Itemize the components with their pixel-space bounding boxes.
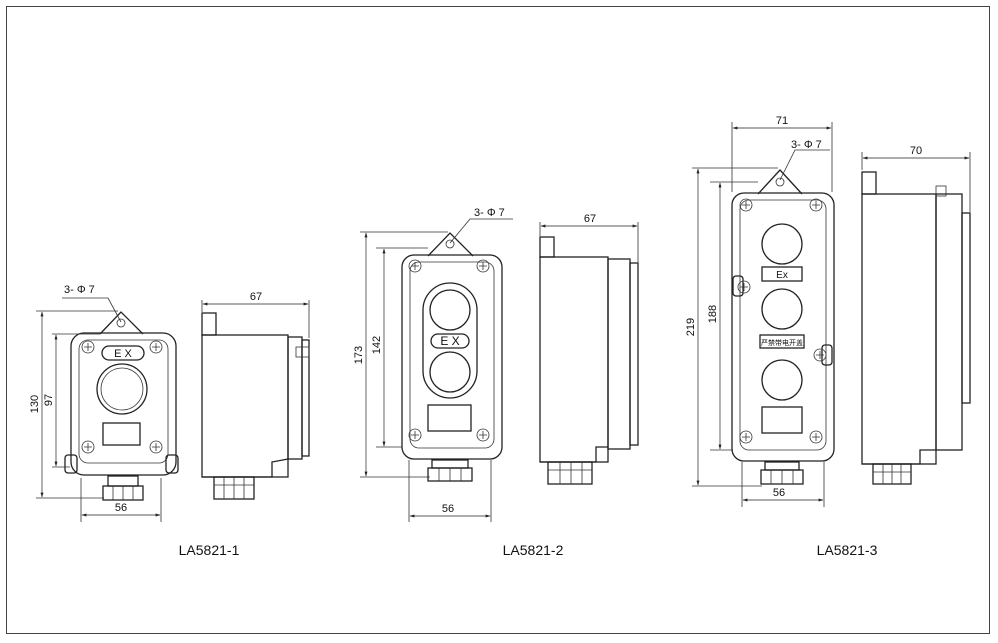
model-3-ex-label: Ex [776, 270, 788, 281]
model-3-dimensions [692, 122, 971, 507]
model-1-name: LA5821-1 [179, 542, 240, 558]
model-2-dimensions [360, 218, 639, 522]
model-1-inner-height-dim: 97 [43, 394, 55, 406]
model-3-hole-label: 3- Φ 7 [791, 139, 822, 151]
model-3-name: LA5821-3 [817, 542, 878, 558]
model-2-hole-label: 3- Φ 7 [474, 207, 505, 219]
model-3-width-dim: 56 [773, 487, 785, 499]
model-3-inner-height-dim: 188 [707, 305, 719, 323]
model-1-total-height-dim: 130 [29, 395, 41, 413]
model-2-front-view [401, 232, 503, 482]
model-3-front-view [731, 169, 835, 485]
model-2-depth-dim: 67 [584, 213, 596, 225]
model-3-total-height-dim: 219 [685, 318, 697, 336]
model-1-side-view [201, 312, 310, 500]
model-3-depth-dim: 70 [910, 145, 922, 157]
model-1-hole-label: 3- Φ 7 [64, 284, 95, 296]
model-3-top-width-dim: 71 [776, 115, 788, 127]
model-2-total-height-dim: 173 [353, 346, 365, 364]
model-1-dimensions [36, 297, 310, 522]
model-3-side-view [861, 171, 971, 485]
model-1-ex-label: E X [114, 348, 132, 360]
model-2-width-dim: 56 [442, 503, 454, 515]
drawing-frame [6, 6, 990, 634]
model-2-side-view [539, 236, 639, 485]
model-2-ex-label: E X [440, 334, 459, 348]
model-1-depth-dim: 67 [250, 291, 262, 303]
model-1-front-view [64, 311, 179, 501]
model-3-warning-label: 严禁带电开盖 [761, 338, 803, 347]
model-1-width-dim: 56 [115, 502, 127, 514]
model-2-inner-height-dim: 142 [371, 336, 383, 354]
model-2-name: LA5821-2 [503, 542, 564, 558]
